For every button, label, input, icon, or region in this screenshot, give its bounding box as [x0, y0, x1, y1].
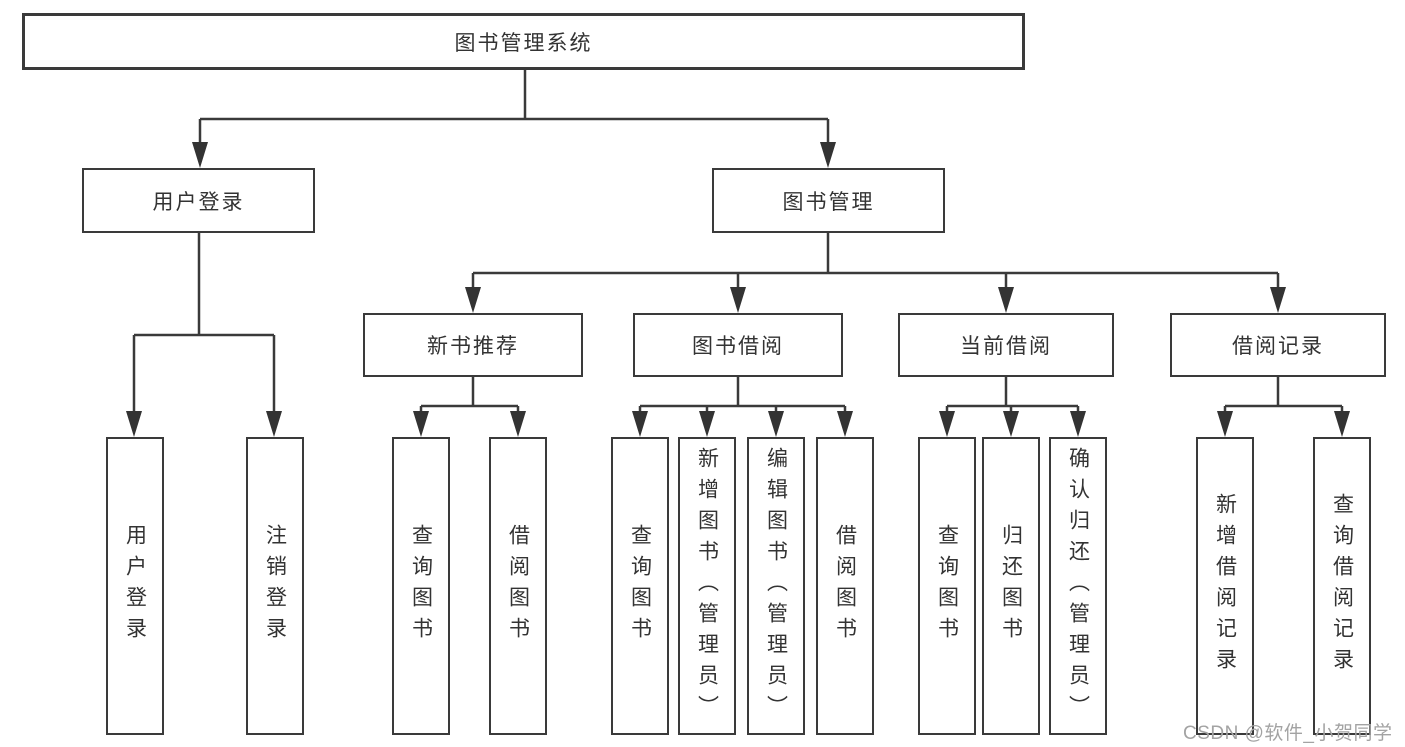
- node-label: 用户登录: [123, 524, 147, 648]
- leaf-borrow-books-recommend: 借阅图书: [489, 437, 547, 735]
- node-label: 借阅图书: [833, 524, 857, 648]
- leaf-borrow-books: 借阅图书: [816, 437, 874, 735]
- node-label: 图书管理系统: [454, 31, 593, 55]
- node-label: 编辑图书（管理员）: [764, 446, 788, 726]
- node-label: 借阅图书: [506, 524, 530, 648]
- node-label: 注销登录: [263, 524, 287, 648]
- node-book-management: 图书管理: [712, 168, 945, 233]
- node-label: 查询借阅记录: [1330, 493, 1354, 679]
- leaf-confirm-return-admin: 确认归还（管理员）: [1049, 437, 1107, 735]
- csdn-watermark: CSDN @软件_小贺同学: [1183, 723, 1393, 744]
- leaf-query-books-borrow: 查询图书: [611, 437, 669, 735]
- leaf-query-books-recommend: 查询图书: [392, 437, 450, 735]
- node-label: 借阅记录: [1232, 335, 1324, 358]
- node-new-book-recommendation: 新书推荐: [363, 313, 583, 377]
- node-borrowing-records: 借阅记录: [1170, 313, 1386, 377]
- tree-edges: [132, 70, 1344, 413]
- node-current-borrowing: 当前借阅: [898, 313, 1114, 377]
- leaf-user-login: 用户登录: [106, 437, 164, 735]
- node-label: 确认归还（管理员）: [1066, 446, 1090, 726]
- leaf-query-borrow-record: 查询借阅记录: [1313, 437, 1371, 735]
- arrowheads: [126, 142, 1350, 437]
- node-book-borrowing: 图书借阅: [633, 313, 843, 377]
- node-label: 当前借阅: [960, 335, 1052, 358]
- leaf-add-books-admin: 新增图书（管理员）: [678, 437, 736, 735]
- node-label: 用户登录: [152, 190, 245, 214]
- node-label: 查询图书: [628, 524, 652, 648]
- node-label: 新增借阅记录: [1213, 493, 1237, 679]
- leaf-query-books-current: 查询图书: [918, 437, 976, 735]
- node-label: 新书推荐: [427, 335, 519, 358]
- node-label: 图书借阅: [692, 335, 784, 358]
- node-label: 查询图书: [935, 524, 959, 648]
- leaf-return-books: 归还图书: [982, 437, 1040, 735]
- leaf-edit-books-admin: 编辑图书（管理员）: [747, 437, 805, 735]
- node-label: 新增图书（管理员）: [695, 446, 719, 726]
- node-user-login: 用户登录: [82, 168, 315, 233]
- node-library-management-system: 图书管理系统: [22, 13, 1025, 70]
- leaf-logout: 注销登录: [246, 437, 304, 735]
- leaf-add-borrow-record: 新增借阅记录: [1196, 437, 1254, 735]
- node-label: 图书管理: [782, 190, 875, 214]
- node-label: 查询图书: [409, 524, 433, 648]
- node-label: 归还图书: [999, 524, 1023, 648]
